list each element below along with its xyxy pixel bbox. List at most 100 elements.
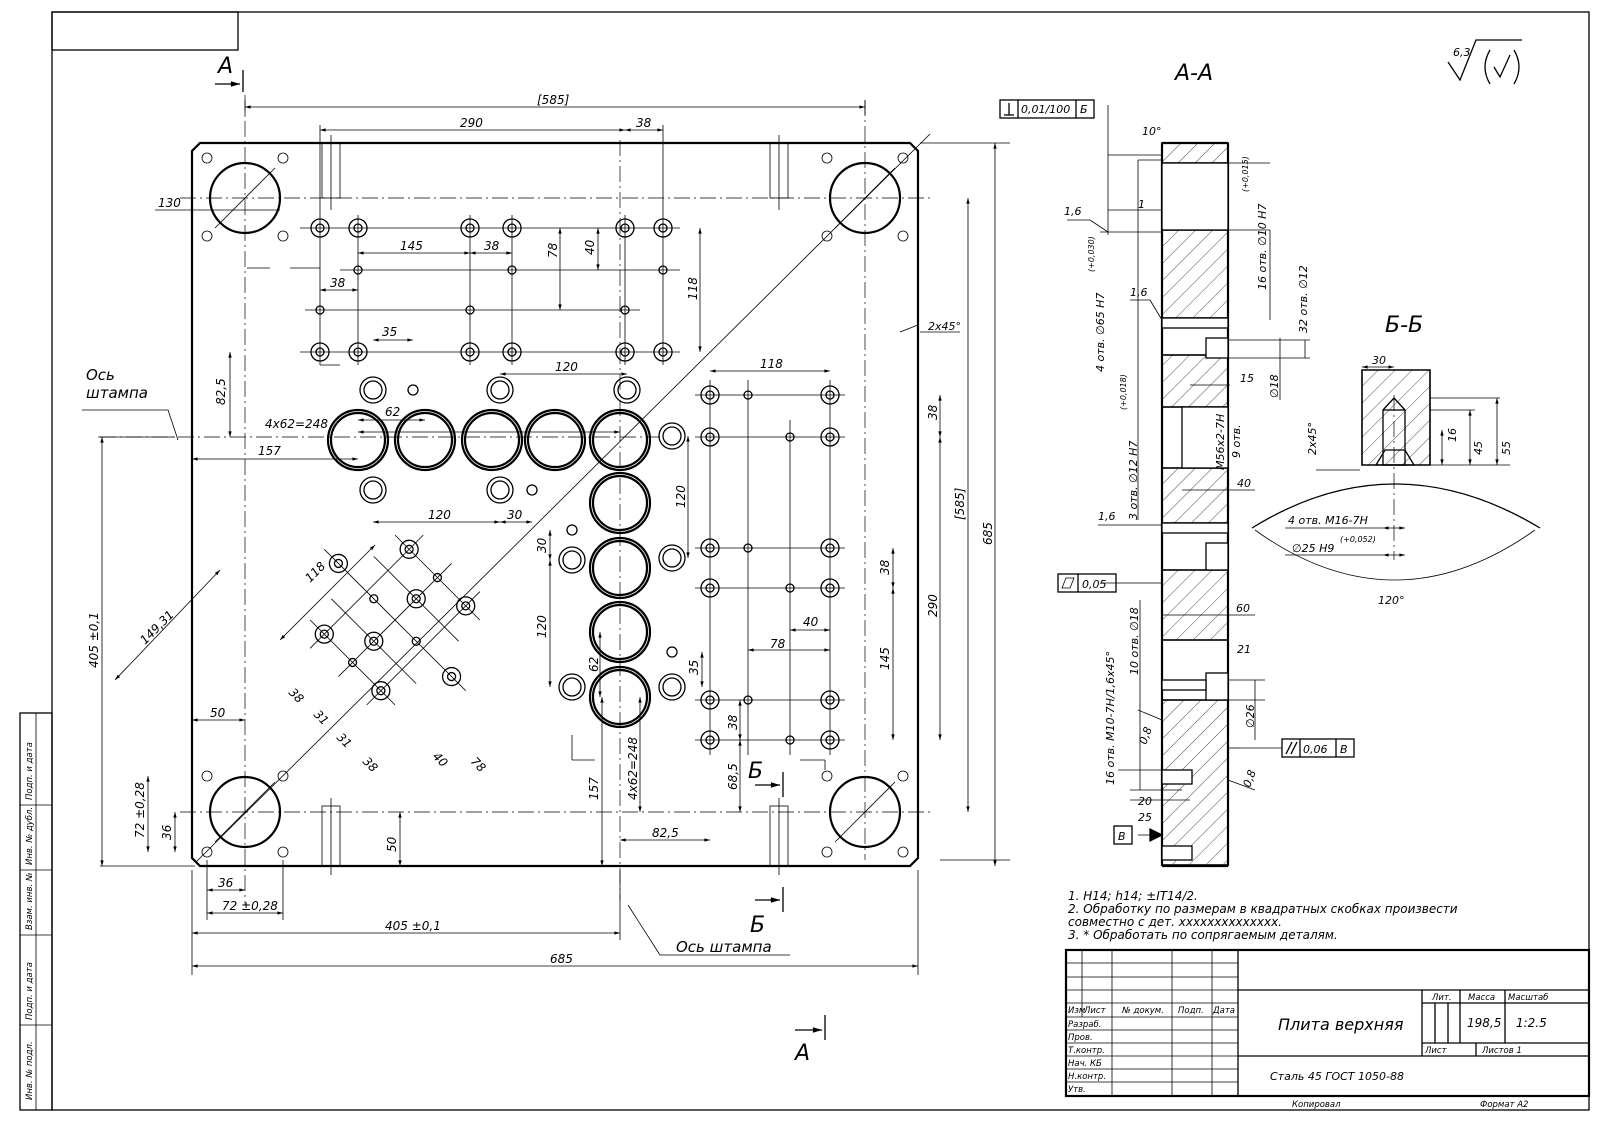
dim-4x62: 4x62=248 <box>265 417 328 431</box>
thread-m56: M56x2-7H <box>1214 414 1227 470</box>
dim-685h: 685 <box>550 952 573 966</box>
dim-36v: 36 <box>160 824 174 840</box>
dim-40c: 40 <box>430 749 451 770</box>
dim-82-5: 82,5 <box>214 378 228 405</box>
dim-20: 20 <box>1138 795 1152 808</box>
axis-label-line2: штампа <box>86 384 148 402</box>
hole-10: 16 отв. ∅10 H7 <box>1256 204 1269 290</box>
dim-50b: 50 <box>385 836 399 852</box>
dim-30b: 30 <box>535 537 549 553</box>
bore-65-tol: (+0,030) <box>1087 236 1096 272</box>
dim-38: 38 <box>636 116 652 130</box>
roughness-value: 6,3 <box>1453 46 1471 59</box>
dim-38t: 38 <box>726 714 740 730</box>
dim-21: 21 <box>1237 643 1251 656</box>
chamfer-1-6b: 1,6 <box>1130 286 1148 299</box>
bb-bore-25: ∅25 H9 <box>1292 542 1334 555</box>
section-mark-b-2: Б <box>750 913 765 938</box>
dim-72h: 72 ±0,28 <box>222 899 278 913</box>
dim-68-5: 68,5 <box>726 763 740 790</box>
bb-dim-45: 45 <box>1472 441 1485 455</box>
chamfer-1-6a: 1,6 <box>1064 205 1082 218</box>
dim-120b: 120 <box>428 508 451 522</box>
flatness-tolerance: 0,05 <box>1082 578 1107 591</box>
section-aa: А-А <box>999 61 1355 868</box>
dim-40: 40 <box>583 239 597 255</box>
note-2: 2. Обработку по размерам в квадратных ск… <box>1068 902 1458 916</box>
dim-149-31: 149,31 <box>137 608 177 648</box>
dim-405h: 405 ±0,1 <box>385 919 441 933</box>
dim-62: 62 <box>385 405 400 419</box>
hole-12h7: 3 отв. ∅12 H7 <box>1127 441 1140 520</box>
dim-4x62v: 4x62=248 <box>626 737 640 800</box>
bore-holes-row <box>326 408 652 472</box>
bore-holes-column <box>588 471 652 729</box>
section-aa-title: А-А <box>1173 61 1213 86</box>
tb-copied: Копировал <box>1292 1100 1341 1110</box>
tb-mass: 198,5 <box>1467 1016 1501 1030</box>
parallel-base: В <box>1340 743 1348 756</box>
tb-header-list: Лист <box>1083 1006 1107 1016</box>
dim-118b: 118 <box>760 357 783 371</box>
hole-12h7-tol: (+0,018) <box>1119 374 1128 410</box>
dim-d26: ∅26 <box>1244 704 1257 728</box>
perp-tolerance: 0,01/100 <box>1021 103 1070 116</box>
note-2-cont: совместно с дет. xxxxxxxxxxxxxx. <box>1068 915 1282 929</box>
section-mark-a-bottom: А <box>793 1041 810 1066</box>
axis-label-bottom: Ось штампа <box>676 938 772 956</box>
dim-31b: 31 <box>334 730 355 751</box>
corner-screw-holes <box>201 152 909 858</box>
dim-62b: 62 <box>587 657 601 672</box>
rotated-hole-grid <box>309 534 481 706</box>
tb-header-sign: Подп. <box>1178 1006 1204 1016</box>
bore-65: 4 отв. ∅65 H7 <box>1094 293 1107 372</box>
base-b: В <box>1118 830 1126 843</box>
hole-12: 32 отв. ∅12 <box>1297 265 1310 333</box>
section-bb: Б-Б 30 2x45° 16 45 55 <box>1251 313 1541 607</box>
dim-290r: 290 <box>926 594 940 617</box>
dim-405v: 405 ±0,1 <box>87 612 101 668</box>
side-stamp-2: Инв. № дубл. <box>25 807 35 865</box>
hole-10-tol: (+0,015) <box>1241 156 1250 192</box>
tb-scale-label: Масштаб <box>1508 993 1548 1003</box>
plan-view: А [585] 290 38 130 145 38 78 40 118 38 3… <box>82 54 1010 1066</box>
dim-585r: [585] <box>953 487 967 520</box>
technical-notes: 1. H14; h14; ±IT14/2. 2. Обработку по ра… <box>1068 889 1458 942</box>
tb-material: Сталь 45 ГОСТ 1050-88 <box>1270 1070 1404 1083</box>
tb-mass-label: Масса <box>1468 993 1495 1003</box>
dim-290: 290 <box>460 116 483 130</box>
perp-base: Б <box>1080 103 1088 116</box>
bb-chamfer: 2x45° <box>1306 422 1319 455</box>
dim-118c: 118 <box>302 559 328 585</box>
side-stamp-4: Подп. и дата <box>25 962 35 1020</box>
tb-row-developed: Разраб. <box>1068 1020 1101 1030</box>
dim-38s: 38 <box>878 559 892 575</box>
side-stamp-5: Инв. № подл. <box>25 1041 35 1100</box>
note-1: 1. H14; h14; ±IT14/2. <box>1068 889 1198 903</box>
tb-row-ncontrol: Н.контр. <box>1068 1072 1106 1082</box>
bb-bore-25-tol: (+0,052) <box>1340 535 1376 544</box>
dim-118: 118 <box>686 277 700 300</box>
angle-10: 10° <box>1142 125 1162 138</box>
dim-157v: 157 <box>587 777 601 800</box>
dim-585-top: [585] <box>537 93 570 107</box>
dim-685r: 685 <box>981 522 995 545</box>
dim-38r: 38 <box>926 404 940 420</box>
dim-145r: 145 <box>878 647 892 670</box>
tb-row-checked: Пров. <box>1068 1033 1093 1043</box>
dim-60: 60 <box>1236 602 1250 615</box>
dim-120d: 120 <box>535 615 549 638</box>
dim-30: 30 <box>507 508 523 522</box>
axis-label-line1: Ось <box>86 366 115 384</box>
section-mark-b-1: Б <box>748 759 763 784</box>
thread-m10: 16 отв. M10-7H/1,6x45° <box>1104 651 1117 785</box>
tb-lit: Лит. <box>1431 993 1452 1003</box>
bb-dim-55: 55 <box>1500 441 1513 455</box>
dim-38u: 38 <box>286 685 307 706</box>
bb-angle-120: 120° <box>1378 594 1405 607</box>
roughness-symbol: 6,3 <box>1447 39 1522 85</box>
dim-78c: 78 <box>468 754 489 775</box>
tb-header-doc: № докум. <box>1121 1006 1164 1016</box>
dim-35: 35 <box>382 325 397 339</box>
